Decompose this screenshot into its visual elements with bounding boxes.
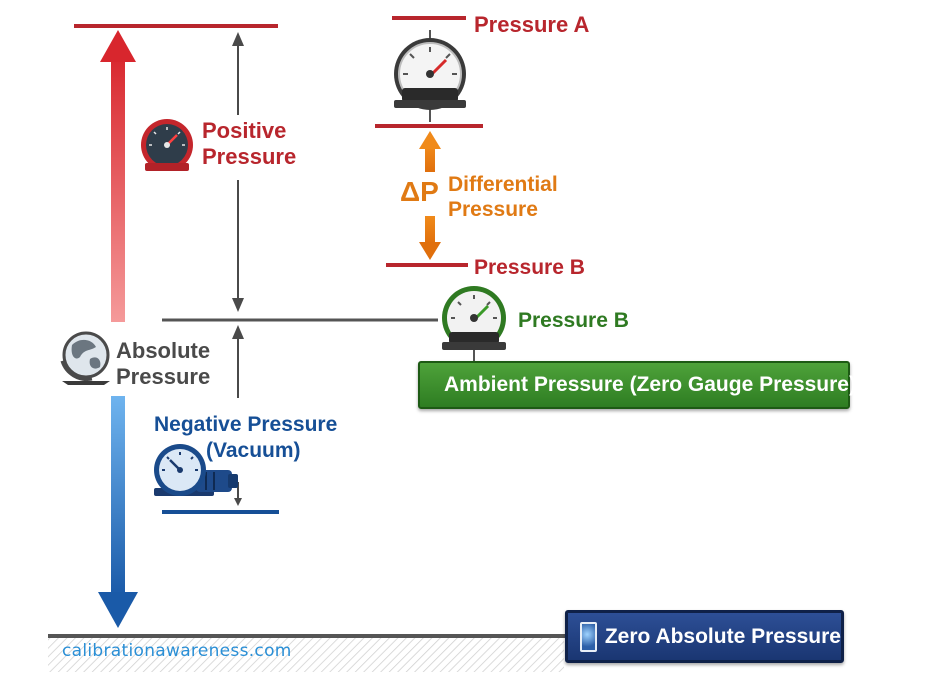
differential-line2: Pressure [448, 198, 538, 221]
vacuum-chamber-icon [580, 621, 597, 652]
globe-icon [60, 331, 110, 385]
negative-pressure-label: Negative Pressure (Vacuum) [154, 412, 337, 464]
positive-pressure-line2: Pressure [202, 144, 297, 169]
ambient-pressure-box: Ambient Pressure (Zero Gauge Pressure) ☁ [418, 361, 880, 409]
positive-pressure-line1: Positive [202, 118, 287, 143]
pressure-b-red-label: Pressure B [474, 256, 585, 279]
negative-line2: (Vacuum) [206, 439, 301, 462]
pressure-b-green-label: Pressure B [518, 309, 629, 332]
website-link[interactable]: calibrationawareness.com [62, 641, 292, 661]
absolute-line1: Absolute [116, 338, 211, 363]
differential-pressure-label: Differential Pressure [448, 172, 558, 222]
delta-p-label: ΔP [400, 176, 439, 207]
zero-absolute-baseline [48, 634, 566, 672]
absolute-pressure-up-arrow [100, 30, 136, 322]
zero-absolute-pressure-label: Zero Absolute Pressure [604, 624, 841, 648]
differential-pressure-arrow [419, 131, 441, 260]
zero-absolute-pressure-box: Zero Absolute Pressure [565, 610, 844, 663]
pressure-gauge-icon [141, 119, 193, 171]
vacuum-pump-icon [154, 444, 238, 496]
cloud-icon: ☁ [861, 374, 880, 395]
ambient-pressure-label: Ambient Pressure (Zero Gauge Pressure) [444, 373, 856, 396]
absolute-pressure-label: Absolute Pressure [116, 338, 210, 390]
negative-line1: Negative Pressure [154, 413, 338, 436]
differential-line1: Differential [448, 173, 558, 196]
absolute-line2: Pressure [116, 364, 211, 389]
positive-pressure-dimension-arrow [232, 32, 244, 312]
positive-pressure-label: Positive Pressure [202, 118, 296, 170]
pressure-a-label: Pressure A [474, 12, 590, 37]
pressure-gauge-icon [394, 38, 466, 110]
absolute-pressure-down-arrow [98, 396, 138, 628]
pressure-gauge-icon [442, 286, 506, 362]
